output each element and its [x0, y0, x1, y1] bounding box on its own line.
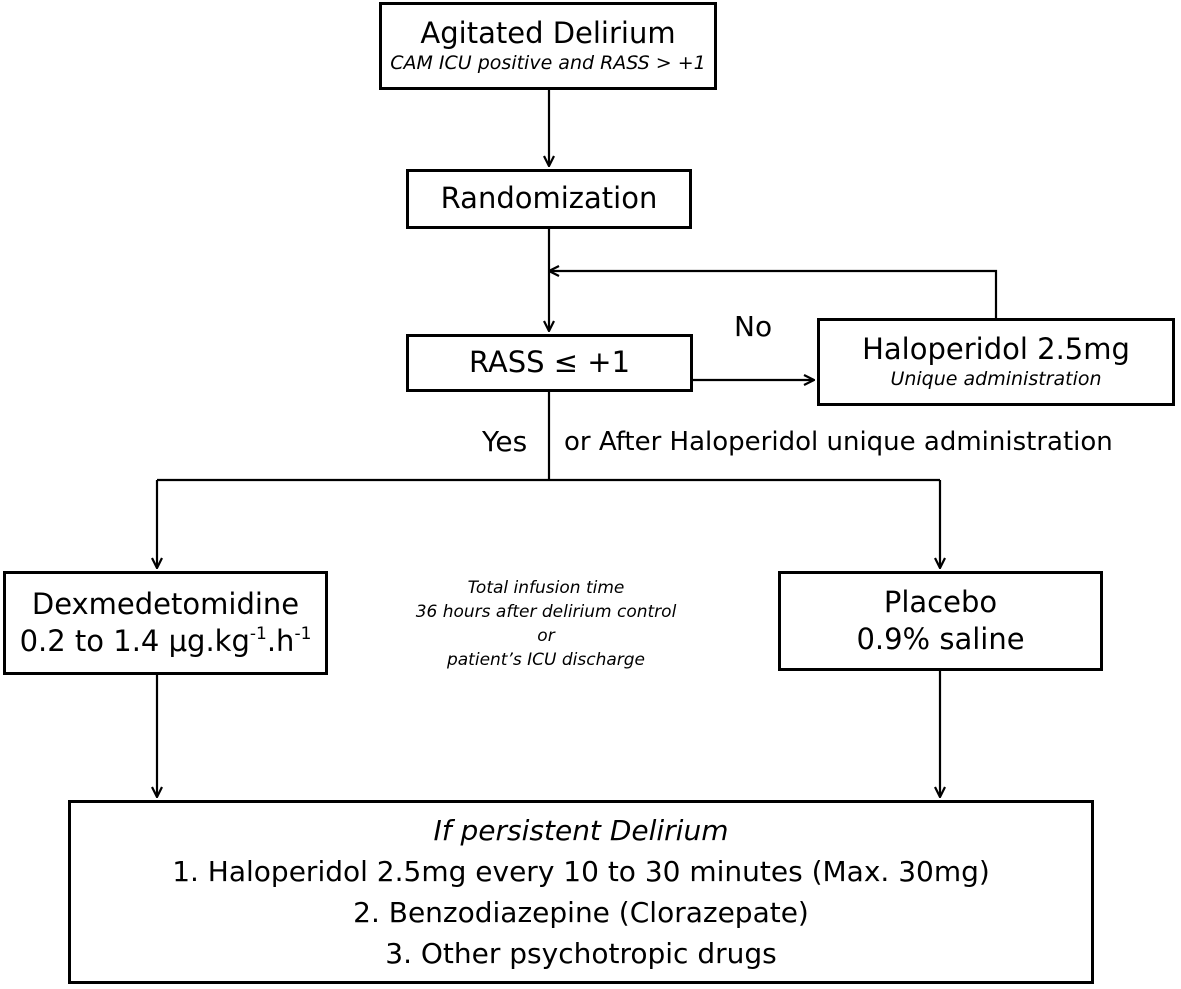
randomization-box: Randomization: [406, 169, 692, 229]
no-label: No: [734, 310, 773, 343]
haloperidol-box: Haloperidol 2.5mg Unique administration: [817, 318, 1175, 406]
persistent-step: 1. Haloperidol 2.5mg every 10 to 30 minu…: [172, 855, 990, 888]
dexmedetomidine-box: Dexmedetomidine 0.2 to 1.4 μg.kg-1.h-1: [3, 571, 328, 675]
persistent-step: 3. Other psychotropic drugs: [385, 937, 777, 970]
persistent-step: 2. Benzodiazepine (Clorazepate): [353, 896, 809, 929]
after-haloperidol-label: or After Haloperidol unique administrati…: [564, 427, 1113, 457]
infusion-time-note: Total infusion time 36 hours after delir…: [366, 576, 726, 672]
agitated-delirium-box: Agitated Delirium CAM ICU positive and R…: [379, 2, 717, 90]
haloperidol-title: Haloperidol 2.5mg: [862, 332, 1130, 367]
randomization-title: Randomization: [440, 181, 658, 216]
placebo-box: Placebo 0.9% saline: [778, 571, 1103, 671]
agitated-delirium-title: Agitated Delirium: [420, 16, 676, 51]
placebo-title: Placebo: [883, 584, 998, 619]
haloperidol-note: Unique administration: [890, 367, 1102, 390]
agitated-delirium-criteria: CAM ICU positive and RASS > +1: [390, 51, 706, 74]
infusion-note-line: or: [537, 626, 555, 646]
rass-check-title: RASS ≤ +1: [468, 345, 631, 380]
infusion-note-line: Total infusion time: [467, 578, 625, 598]
infusion-note-line: 36 hours after delirium control: [415, 602, 677, 622]
placebo-solution: 0.9% saline: [856, 622, 1025, 656]
infusion-note-line: patient’s ICU discharge: [446, 650, 646, 670]
dexmedetomidine-dose: 0.2 to 1.4 μg.kg-1.h-1: [19, 624, 312, 658]
rass-check-box: RASS ≤ +1: [406, 334, 693, 392]
arrow-haloperidol-loop-back: [549, 271, 998, 318]
dexmedetomidine-title: Dexmedetomidine: [31, 586, 300, 621]
yes-label: Yes: [482, 425, 528, 458]
persistent-delirium-title: If persistent Delirium: [433, 814, 729, 847]
persistent-delirium-box: If persistent Delirium 1. Haloperidol 2.…: [68, 800, 1094, 984]
